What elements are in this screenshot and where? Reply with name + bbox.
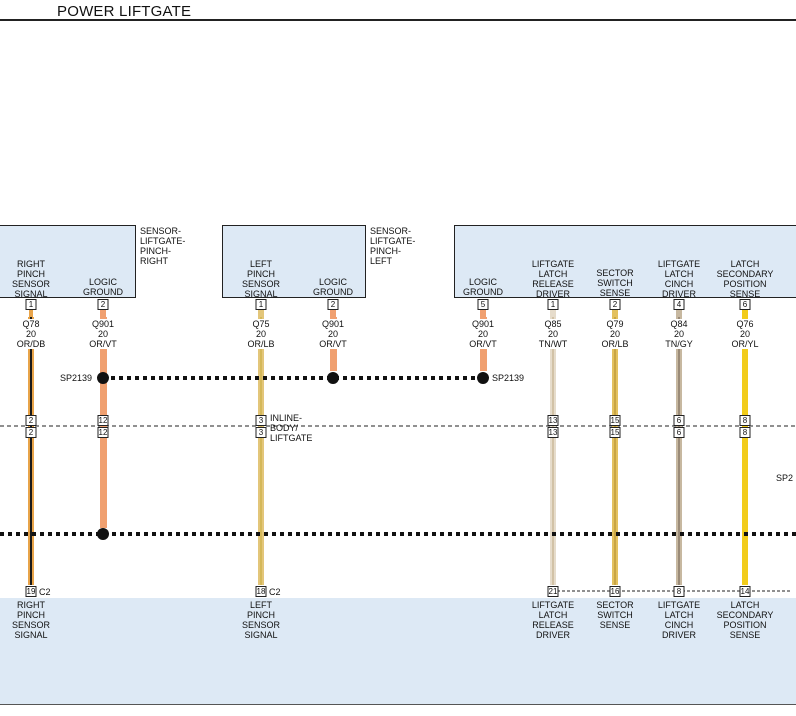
stub-9 bbox=[742, 309, 748, 317]
bottom-pin-1: 19 bbox=[25, 586, 37, 597]
inline-pin-lower-8: 6 bbox=[673, 427, 685, 438]
page-title: POWER LIFTGATE bbox=[57, 3, 192, 20]
splice-dot-3 bbox=[477, 372, 489, 384]
circuit-code-7: Q79 20 OR/LB bbox=[601, 319, 629, 349]
top-pin-4: 2 bbox=[327, 299, 339, 310]
top-pin-9: 6 bbox=[739, 299, 751, 310]
wire-q76 bbox=[742, 317, 748, 585]
wire-q84-stripe bbox=[678, 317, 680, 585]
inline-pin-upper-8: 6 bbox=[673, 415, 685, 426]
func-label-9: LATCH SECONDARY POSITION SENSE bbox=[716, 259, 774, 299]
inline-pin-upper-3: 3 bbox=[255, 415, 267, 426]
stub-1 bbox=[29, 309, 33, 317]
inline-pin-upper-6: 13 bbox=[547, 415, 559, 426]
stub-7 bbox=[612, 309, 618, 317]
func-label-1: RIGHT PINCH SENSOR SIGNAL bbox=[11, 259, 51, 299]
bottom-pin-7: 16 bbox=[609, 586, 621, 597]
circuit-code-6: Q85 20 TN/WT bbox=[538, 319, 568, 349]
inline-pin-lower-9: 8 bbox=[739, 427, 751, 438]
liftgate-module-box bbox=[454, 225, 796, 298]
top-pin-6: 1 bbox=[547, 299, 559, 310]
inline-pin-lower-2: 12 bbox=[97, 427, 109, 438]
stub-8 bbox=[676, 309, 682, 317]
inline-pin-lower-6: 13 bbox=[547, 427, 559, 438]
inline-pin-lower-1: 2 bbox=[25, 427, 37, 438]
wire-q78-stripe bbox=[30, 317, 32, 585]
stub-2 bbox=[100, 309, 106, 317]
wire-q79-stripe bbox=[614, 317, 616, 585]
wire-q75-stripe bbox=[260, 317, 262, 585]
func-label-4: LOGIC GROUND bbox=[313, 277, 353, 297]
top-pin-2: 2 bbox=[97, 299, 109, 310]
bottom-pin-3: 18 bbox=[255, 586, 267, 597]
inline-pin-upper-9: 8 bbox=[739, 415, 751, 426]
splice-dot-4 bbox=[97, 528, 109, 540]
top-pin-5: 5 bbox=[477, 299, 489, 310]
circuit-code-2: Q901 20 OR/VT bbox=[89, 319, 117, 349]
splice-label-edge: SP2 bbox=[776, 473, 794, 483]
bottom-pin-8: 8 bbox=[673, 586, 685, 597]
stub-5 bbox=[480, 309, 486, 317]
lower-module-box bbox=[0, 598, 796, 704]
bottom-rule bbox=[0, 704, 796, 705]
top-pin-3: 1 bbox=[255, 299, 267, 310]
stub-3 bbox=[258, 309, 264, 317]
wire-q85-stripe bbox=[552, 317, 554, 585]
circuit-code-8: Q84 20 TN/GY bbox=[665, 319, 693, 349]
inline-pin-upper-7: 15 bbox=[609, 415, 621, 426]
circuit-code-9: Q76 20 OR/YL bbox=[731, 319, 759, 349]
bottom-func-6: LIFTGATE LATCH RELEASE DRIVER bbox=[531, 600, 575, 640]
splice-dot-1 bbox=[97, 372, 109, 384]
func-label-8: LIFTGATE LATCH CINCH DRIVER bbox=[657, 259, 701, 299]
top-pin-8: 4 bbox=[673, 299, 685, 310]
connector-c2-left: C2 bbox=[39, 587, 51, 597]
func-label-6: LIFTGATE LATCH RELEASE DRIVER bbox=[531, 259, 575, 299]
circuit-code-1: Q78 20 OR/DB bbox=[16, 319, 46, 349]
func-label-3: LEFT PINCH SENSOR SIGNAL bbox=[241, 259, 281, 299]
func-label-2: LOGIC GROUND bbox=[83, 277, 123, 297]
circuit-code-4: Q901 20 OR/VT bbox=[319, 319, 347, 349]
top-pin-1: 1 bbox=[25, 299, 37, 310]
inline-connector-label: INLINE- BODY/ LIFTGATE bbox=[270, 413, 313, 443]
stub-6 bbox=[550, 309, 556, 317]
func-label-7: SECTOR SWITCH SENSE bbox=[596, 268, 634, 298]
bottom-func-1: RIGHT PINCH SENSOR SIGNAL bbox=[11, 600, 51, 640]
right-sensor-label: SENSOR- LIFTGATE- PINCH- RIGHT bbox=[140, 226, 186, 266]
bottom-pin-9: 14 bbox=[739, 586, 751, 597]
title-rule bbox=[0, 19, 796, 21]
splice-label-right: SP2139 bbox=[492, 373, 525, 383]
circuit-code-3: Q75 20 OR/LB bbox=[247, 319, 275, 349]
splice-label-left: SP2139 bbox=[60, 373, 93, 383]
connector-c2-mid: C2 bbox=[269, 587, 281, 597]
func-label-5: LOGIC GROUND bbox=[463, 277, 503, 297]
inline-pin-lower-7: 15 bbox=[609, 427, 621, 438]
inline-pin-upper-2: 12 bbox=[97, 415, 109, 426]
left-pinch-sensor-box bbox=[222, 225, 366, 298]
circuit-code-5: Q901 20 OR/VT bbox=[469, 319, 497, 349]
stub-4 bbox=[330, 309, 336, 317]
bottom-func-8: LIFTGATE LATCH CINCH DRIVER bbox=[657, 600, 701, 640]
inline-pin-lower-3: 3 bbox=[255, 427, 267, 438]
bottom-func-3: LEFT PINCH SENSOR SIGNAL bbox=[241, 600, 281, 640]
bottom-pin-6: 21 bbox=[547, 586, 559, 597]
bottom-func-7: SECTOR SWITCH SENSE bbox=[596, 600, 634, 630]
left-sensor-label: SENSOR- LIFTGATE- PINCH- LEFT bbox=[370, 226, 416, 266]
inline-pin-upper-1: 2 bbox=[25, 415, 37, 426]
bottom-func-9: LATCH SECONDARY POSITION SENSE bbox=[716, 600, 774, 640]
right-pinch-sensor-box bbox=[0, 225, 136, 298]
splice-dot-2 bbox=[327, 372, 339, 384]
top-pin-7: 2 bbox=[609, 299, 621, 310]
